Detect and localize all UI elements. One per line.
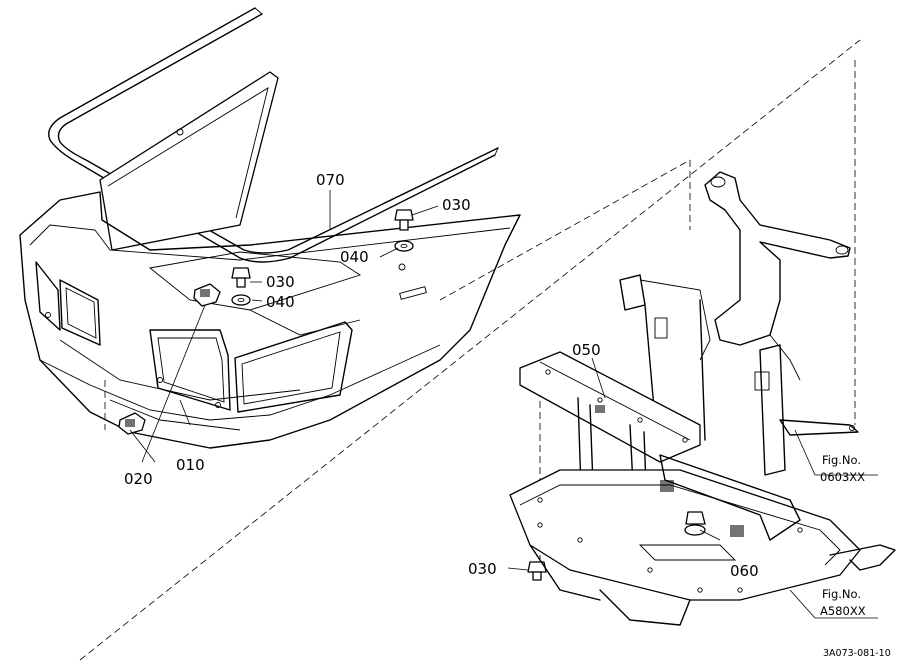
- callout-010: 010: [176, 456, 205, 474]
- drawing-number: 3A073-081-10: [823, 648, 891, 659]
- bolts-and-washers: [231, 209, 547, 581]
- callout-030-mid: 030: [266, 273, 295, 291]
- callout-030-top: 030: [442, 196, 471, 214]
- figure-ref-a580xx: Fig.No. A580XX: [820, 587, 866, 618]
- seal-strip-070: [48, 7, 499, 263]
- base-plate-a580xx: [509, 405, 896, 626]
- callout-070: 070: [316, 171, 345, 189]
- callout-040-top: 040: [340, 248, 369, 266]
- clips-020: [118, 283, 221, 435]
- callout-030-bottom: 030: [468, 560, 497, 578]
- callout-060: 060: [730, 562, 759, 580]
- figure-ref-code: 0603XX: [820, 470, 865, 484]
- front-grille-010: [19, 71, 521, 449]
- figure-ref-0603xx: Fig.No. 0603XX: [820, 453, 865, 484]
- callout-labels: 070 030 040 030 040 050 010 020 060 030: [124, 171, 759, 580]
- nut-060: [684, 511, 706, 536]
- callout-020: 020: [124, 470, 153, 488]
- callout-040-mid: 040: [266, 293, 295, 311]
- callout-leaders: [129, 190, 878, 619]
- callout-050: 050: [572, 341, 601, 359]
- figure-ref-label: Fig.No.: [822, 453, 861, 467]
- figure-ref-code: A580XX: [820, 604, 866, 618]
- bracket-arm-0603xx: [704, 171, 859, 436]
- figure-ref-label: Fig.No.: [822, 587, 861, 601]
